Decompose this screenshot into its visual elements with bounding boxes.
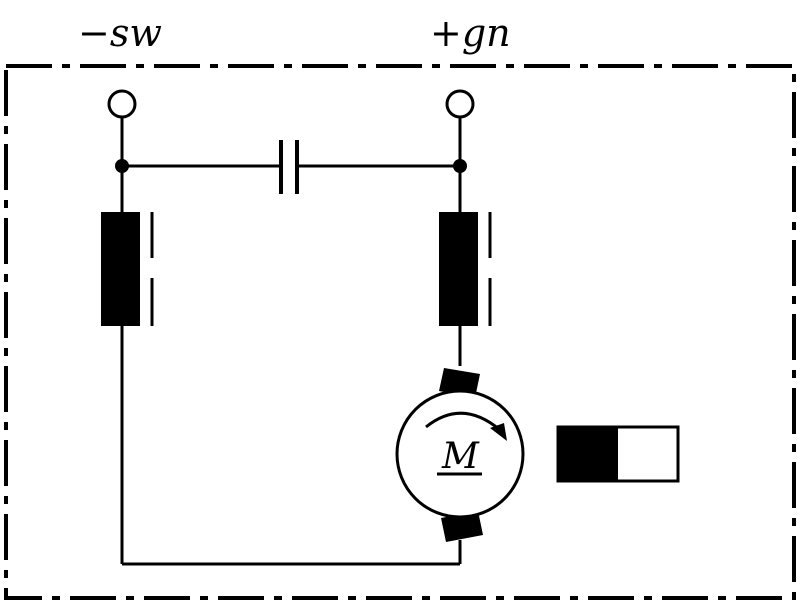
inductor-choke-icon — [439, 212, 492, 326]
motor-label: M — [441, 436, 480, 477]
dc-motor-icon: M — [395, 368, 525, 542]
enclosure-border — [4, 64, 796, 600]
capacitor-icon — [122, 140, 460, 194]
terminal-negative-label: −sw — [78, 11, 162, 55]
two-state-indicator-icon — [556, 425, 680, 483]
motor-brush-bottom — [441, 511, 483, 542]
rotation-arrow-icon — [425, 411, 501, 432]
terminal-positive-label: +gn — [430, 11, 511, 55]
wire-left-branch — [120, 117, 460, 566]
terminal-negative — [107, 89, 137, 119]
inductor-choke-icon — [101, 212, 154, 326]
terminal-positive — [445, 89, 475, 119]
